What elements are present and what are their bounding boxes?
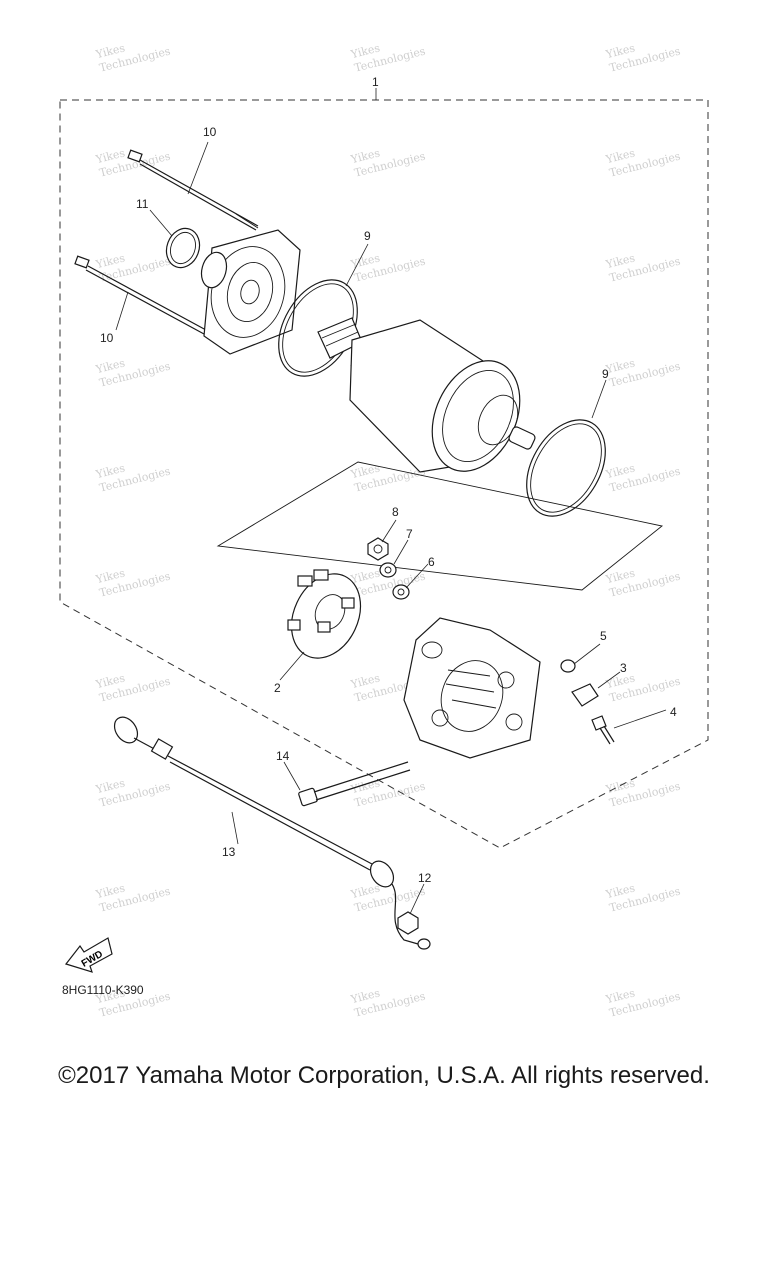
callout-3: 3 (620, 661, 627, 675)
starter-cable-13 (113, 716, 431, 950)
callout-5: 5 (600, 629, 607, 643)
rear-cover (403, 617, 541, 759)
callout-6: 6 (428, 555, 435, 569)
callout-2: 2 (274, 681, 281, 695)
drawing-code: 8HG1110-K390 (62, 983, 144, 997)
nut-12 (397, 911, 419, 935)
callout-12: 12 (418, 871, 432, 885)
callout-8: 8 (392, 505, 399, 519)
brush-holder-2 (287, 569, 362, 659)
callout-13: 13 (222, 845, 236, 859)
callout-9-right: 9 (602, 367, 609, 381)
nut-8-hole (373, 544, 383, 554)
motor-body (317, 317, 536, 473)
o-ring-11-inner (170, 231, 196, 265)
callout-10-lower: 10 (100, 331, 114, 345)
screw-4 (591, 715, 615, 745)
o-ring-9-right-inner (530, 423, 602, 513)
o-ring-5 (560, 659, 576, 673)
callout-11: 11 (136, 197, 149, 211)
callout-14: 14 (276, 749, 290, 763)
bolt-14 (298, 761, 411, 807)
callout-9-left: 9 (364, 229, 371, 243)
callout-1: 1 (372, 75, 379, 89)
plate-3 (571, 683, 599, 707)
copyright-notice: ©2017 Yamaha Motor Corporation, U.S.A. A… (58, 1062, 710, 1089)
assembly-boundary (59, 99, 709, 849)
washer-6-hole (397, 588, 405, 596)
callout-10-upper: 10 (203, 125, 217, 139)
washer-7 (379, 562, 397, 578)
callout-7: 7 (406, 527, 413, 541)
reference-plane (216, 461, 664, 591)
nut-8 (367, 537, 389, 561)
washer-6 (392, 584, 410, 600)
fwd-arrow-icon: FWD (64, 937, 113, 973)
leader-lines (115, 141, 667, 915)
o-ring-9-right (526, 419, 606, 517)
washer-7-hole (384, 566, 392, 574)
bolt-10-lower (74, 255, 207, 335)
front-cover (200, 229, 301, 355)
o-ring-11 (165, 227, 201, 269)
callout-4: 4 (670, 705, 677, 719)
bolt-10-upper (127, 149, 259, 231)
